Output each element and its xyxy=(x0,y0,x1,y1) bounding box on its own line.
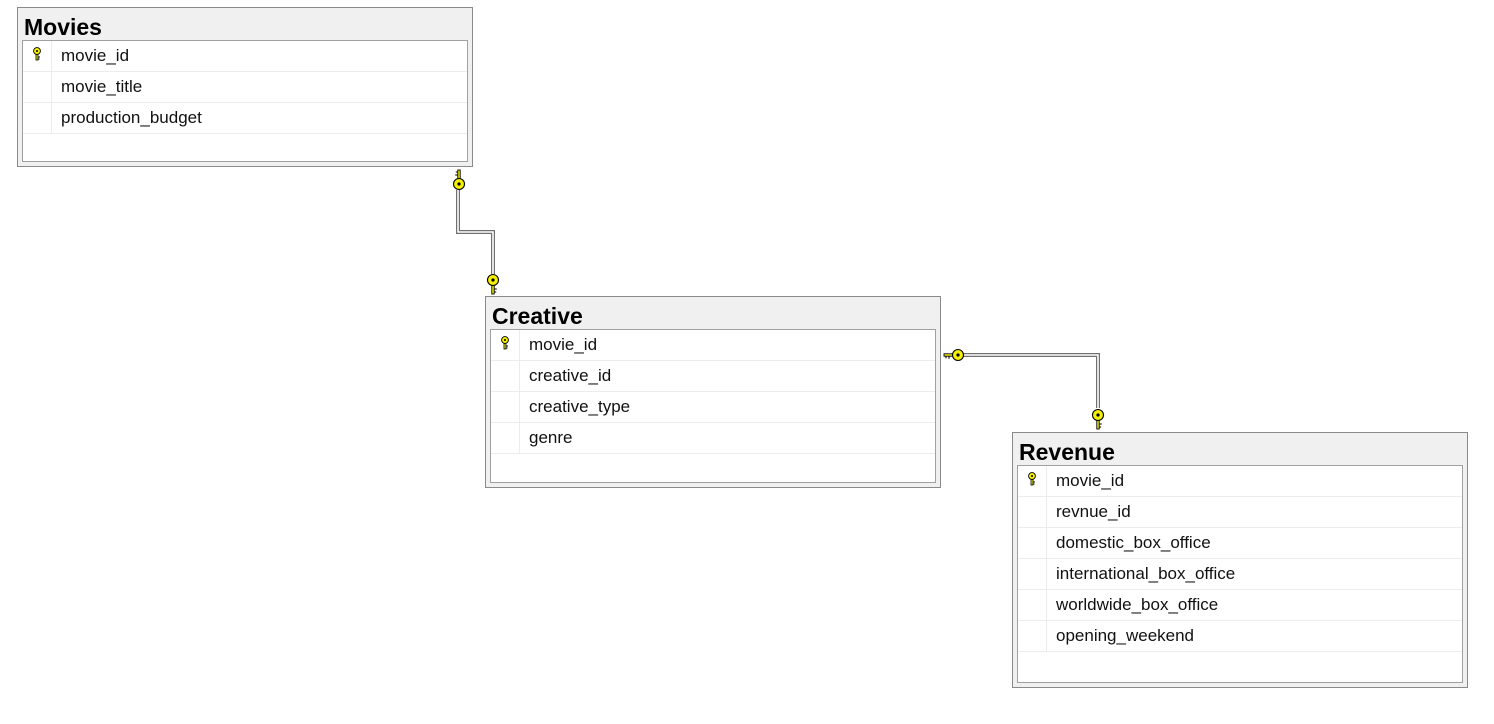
column-row[interactable]: movie_id xyxy=(23,41,467,72)
column-name: movie_title xyxy=(61,77,143,96)
column-row[interactable]: movie_title xyxy=(23,72,467,103)
key-cell xyxy=(23,103,52,133)
column-row[interactable]: domestic_box_office xyxy=(1018,528,1462,559)
key-cell xyxy=(1018,466,1047,496)
primary-key-icon xyxy=(32,46,42,66)
column-row[interactable]: opening_weekend xyxy=(1018,621,1462,652)
column-row[interactable]: genre xyxy=(491,423,935,454)
relationship-movies-creative[interactable] xyxy=(452,169,500,295)
key-cell xyxy=(491,330,520,360)
table-title: Creative xyxy=(492,303,583,329)
key-cell xyxy=(23,41,52,71)
table-movies[interactable]: Movies movie_id movie_title production_bud… xyxy=(17,7,473,167)
key-cell xyxy=(1018,528,1047,558)
key-icon xyxy=(486,273,500,295)
key-cell xyxy=(491,392,520,422)
key-cell xyxy=(1018,621,1047,651)
key-cell xyxy=(491,423,520,453)
column-name: creative_id xyxy=(529,366,612,385)
key-cell xyxy=(23,72,52,102)
column-name: movie_id xyxy=(529,335,598,354)
column-row[interactable]: international_box_office xyxy=(1018,559,1462,590)
column-name: movie_id xyxy=(1056,471,1125,490)
column-row[interactable]: movie_id xyxy=(491,330,935,361)
column-grid: movie_id movie_title production_budget xyxy=(22,40,468,162)
column-name: movie_id xyxy=(61,46,130,65)
key-icon xyxy=(1091,408,1105,430)
column-name: genre xyxy=(529,428,573,447)
key-cell xyxy=(1018,559,1047,589)
table-title: Revenue xyxy=(1019,439,1115,465)
key-cell xyxy=(1018,590,1047,620)
relationship-creative-revenue[interactable] xyxy=(943,348,1105,430)
table-revenue[interactable]: Revenue movie_id revnue_id domestic_box_of… xyxy=(1012,432,1468,688)
column-row[interactable]: worldwide_box_office xyxy=(1018,590,1462,621)
column-name: creative_type xyxy=(529,397,631,416)
column-name: worldwide_box_office xyxy=(1056,595,1219,614)
column-name: revnue_id xyxy=(1056,502,1131,521)
column-row[interactable]: movie_id xyxy=(1018,466,1462,497)
column-name: domestic_box_office xyxy=(1056,533,1211,552)
column-row[interactable]: revnue_id xyxy=(1018,497,1462,528)
key-cell xyxy=(491,361,520,391)
primary-key-icon xyxy=(500,335,510,355)
column-row[interactable]: production_budget xyxy=(23,103,467,134)
column-row[interactable]: creative_type xyxy=(491,392,935,423)
key-icon xyxy=(943,348,965,362)
primary-key-icon xyxy=(1027,471,1037,491)
column-row[interactable]: creative_id xyxy=(491,361,935,392)
column-name: international_box_office xyxy=(1056,564,1236,583)
key-icon xyxy=(452,169,466,191)
column-name: production_budget xyxy=(61,108,202,127)
column-name: opening_weekend xyxy=(1056,626,1195,645)
table-title: Movies xyxy=(24,14,102,40)
key-cell xyxy=(1018,497,1047,527)
table-creative[interactable]: Creative movie_id creative_id creative_typ… xyxy=(485,296,941,488)
